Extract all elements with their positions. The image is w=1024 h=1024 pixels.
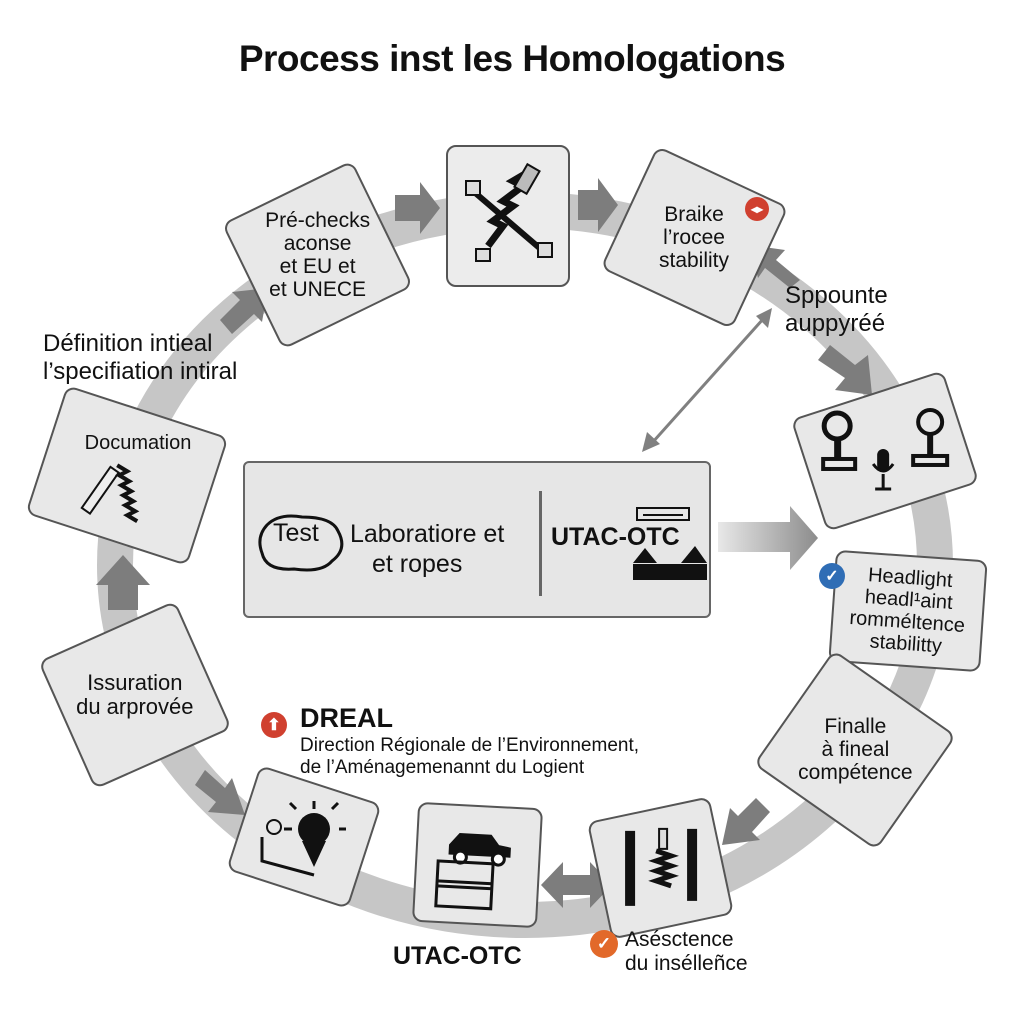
- flow-arrow: [395, 182, 440, 234]
- definition-label: Définition intieal l’specifiation intira…: [43, 330, 238, 385]
- card-vehicle-test[interactable]: [411, 801, 544, 929]
- test-label: Test: [273, 519, 319, 547]
- brake-alert-icon: ◂▸: [745, 197, 769, 221]
- car-lift-icon: [433, 832, 511, 910]
- check-orange-icon: ✓: [590, 930, 618, 958]
- card-lighting[interactable]: [226, 764, 382, 910]
- dreal-line2: de l’Aménagemenannt du Logient: [300, 757, 585, 778]
- flow-arrow: [722, 798, 770, 845]
- utac-bottom-label: UTAC-OTC: [393, 942, 522, 970]
- check-verified-icon: ✓: [819, 563, 845, 589]
- flow-arrow: [195, 770, 245, 815]
- light-bulb-icon: [260, 801, 346, 877]
- suspension-spring-icon: [465, 162, 553, 262]
- center-divider: [539, 491, 542, 596]
- magnifier-stamp-icon: [821, 407, 950, 490]
- flow-arrow: [541, 862, 612, 908]
- card-suspension[interactable]: [446, 145, 570, 287]
- dreal-title: DREAL: [300, 703, 393, 733]
- flow-arrow: [578, 178, 618, 232]
- track-ramp-icon: [633, 507, 707, 580]
- dreal-upload-icon: ⬆: [261, 712, 287, 738]
- test-bubble-icon: [258, 514, 344, 572]
- microphone-icon: [871, 448, 895, 490]
- link-arrow: [650, 316, 766, 445]
- lab-line1: Laboratiore et: [350, 520, 505, 548]
- card-shock-absorber[interactable]: [586, 796, 735, 940]
- link-arrow-head: [756, 308, 772, 328]
- card-documentation-text: Documation: [84, 431, 192, 454]
- page-title: Process inst les Homologations: [238, 38, 786, 79]
- card-inspection[interactable]: [790, 370, 980, 532]
- shock-absorber-icon: [624, 827, 697, 906]
- flow-arrow: [96, 555, 150, 610]
- flow-arrow: [818, 345, 872, 395]
- link-arrow-head: [642, 432, 660, 452]
- card-documentation[interactable]: Documation: [25, 385, 229, 566]
- center-test-panel[interactable]: Test Laboratiore et et ropes UTAC-OTC: [243, 461, 711, 618]
- coil-spring-icon: [80, 463, 140, 523]
- support-label: Sppounte auppyréé: [785, 282, 888, 337]
- center-utac-label: UTAC-OTC: [551, 523, 680, 551]
- flow-arrow: [220, 288, 268, 334]
- assistance-label: Asésctence du insélleñce: [625, 928, 748, 976]
- output-arrow: [718, 506, 818, 570]
- dreal-line1: Direction Régionale de l’Environnement,: [300, 735, 640, 756]
- lab-line2: et ropes: [372, 550, 463, 578]
